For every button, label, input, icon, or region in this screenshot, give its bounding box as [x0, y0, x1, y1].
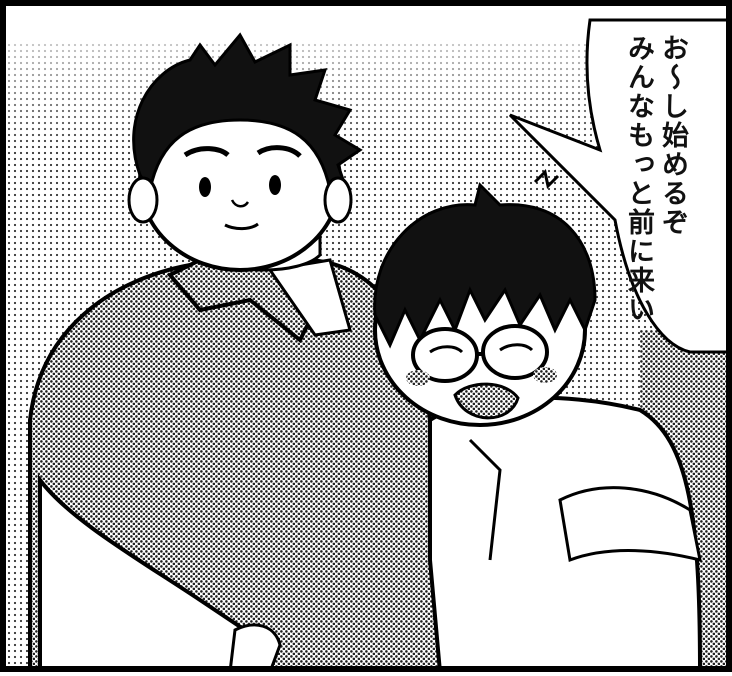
speech-bubble-shape	[508, 18, 732, 354]
speech-bubble-line-2: みんなもっと前に来い	[623, 34, 654, 324]
character-large-man	[28, 32, 443, 674]
character-glasses-boy	[373, 168, 703, 674]
speech-bubble-line-1: お～し始めるぞ	[657, 34, 688, 237]
